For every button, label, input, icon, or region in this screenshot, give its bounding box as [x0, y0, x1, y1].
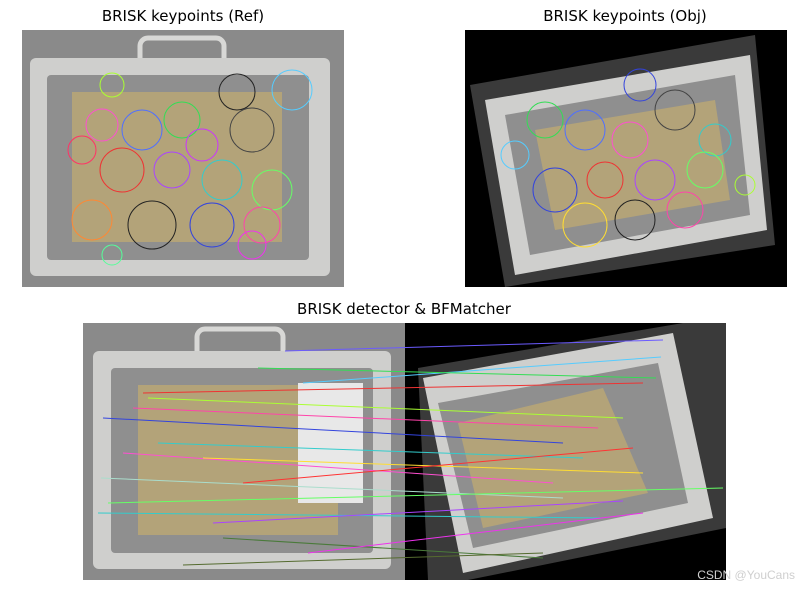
keypoints-obj-image — [465, 30, 787, 287]
panel-title-ref: BRISK keypoints (Ref) — [101, 7, 265, 25]
panel-title-match: BRISK detector & BFMatcher — [297, 300, 511, 318]
panel-title-obj: BRISK keypoints (Obj) — [543, 7, 707, 25]
matches-image — [83, 323, 726, 580]
keypoints-ref-image — [22, 30, 344, 287]
watermark: CSDN @YouCans — [697, 568, 795, 582]
